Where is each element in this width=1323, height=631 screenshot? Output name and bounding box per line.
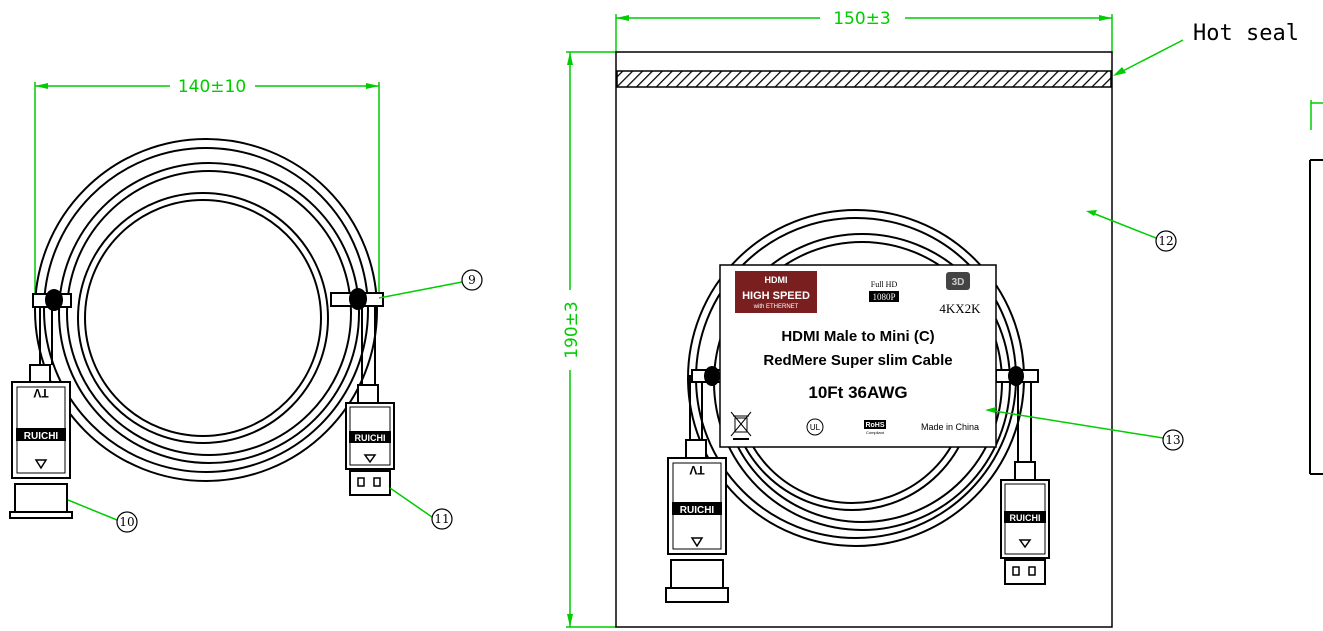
bag-tv-plug-brand: RUICHI <box>680 505 715 516</box>
rohs-badge: RoHS Compliant <box>864 420 886 435</box>
hot-seal-note: Hot seal <box>1193 21 1299 46</box>
bag-arrowhead <box>1086 210 1097 216</box>
bag-width-text: 150±3 <box>833 9 891 29</box>
balloon-12: 12 <box>1155 230 1177 252</box>
cropped-side-view <box>1309 100 1323 475</box>
cable-coil <box>34 138 378 482</box>
made-in-china-text: Made in China <box>921 422 979 432</box>
ul-mark-icon: UL <box>806 418 824 436</box>
cable-tails <box>39 300 376 385</box>
tv-plug-brand: RUICHI <box>24 431 59 442</box>
bag-width-dimension <box>615 14 1113 52</box>
packaging-bag-view: 150±3 190±3 <box>562 9 1299 628</box>
high-speed-text: HIGH SPEED <box>742 290 810 302</box>
hdmi-logo-block <box>735 271 817 313</box>
4kx2k-text: 4KX2K <box>939 301 981 316</box>
rohs-text: RoHS <box>865 422 884 429</box>
balloon-9: 9 <box>461 269 483 291</box>
mini-plug-brand: RUICHI <box>355 433 386 443</box>
coiled-cable-view: 140±10 <box>9 77 483 533</box>
hot-seal-arrowhead <box>1113 67 1126 76</box>
weee-bin-icon <box>730 411 752 440</box>
cable-tie-right <box>330 288 384 310</box>
rohs-compliant-text: Compliant <box>866 430 885 435</box>
bag-height-text: 190±3 <box>562 301 582 359</box>
bag-height-dimension <box>566 51 616 628</box>
label-arrowhead <box>985 407 996 413</box>
label-spec: 10Ft 36AWG <box>808 383 907 402</box>
svg-text:9: 9 <box>468 273 476 287</box>
mini-plug-brand-strip <box>349 431 391 443</box>
svg-text:13: 13 <box>1165 433 1180 447</box>
bag-mini-plug-brand-strip <box>1004 511 1046 523</box>
leader-lines-left <box>67 281 463 521</box>
balloon-13: 13 <box>1162 429 1184 451</box>
with-ethernet-text: with ETHERNET <box>753 304 799 310</box>
coil-width-text: 140±10 <box>178 77 246 97</box>
coil-width-dimension <box>34 82 380 300</box>
label-title-line1: HDMI Male to Mini (C) <box>781 328 934 345</box>
bag-mini-plug-brand: RUICHI <box>1010 513 1041 523</box>
tv-plug-tv-mark: TV <box>33 386 48 400</box>
cable-tie-left <box>32 289 72 311</box>
bag-tv-plug-brand-strip <box>672 502 722 515</box>
bag-cable-tie-right <box>995 366 1039 386</box>
svg-text:10: 10 <box>119 515 134 529</box>
hdmi-logo-text: HDMI <box>765 275 788 285</box>
bag-cable-tails <box>689 375 1032 462</box>
3d-badge-text: 3D <box>952 277 965 288</box>
svg-text:12: 12 <box>1158 234 1173 248</box>
3d-badge <box>946 272 970 290</box>
full-hd-text: Full HD <box>871 280 898 289</box>
1080p-badge <box>869 291 899 302</box>
bag-tv-plug-tv-mark: TV <box>689 463 704 477</box>
leader-lines-center <box>987 39 1184 439</box>
hot-seal-band <box>616 70 1112 88</box>
product-label: HDMI HIGH SPEED with ETHERNET Full HD 10… <box>719 264 997 448</box>
balloon-11: 11 <box>431 508 453 530</box>
label-title-line2: RedMere Super slim Cable <box>763 352 952 369</box>
tv-plug-brand-strip <box>16 428 66 441</box>
bag-cable-tie-left <box>691 366 725 386</box>
ul-mark-text: UL <box>810 423 821 432</box>
balloon-10: 10 <box>116 511 138 533</box>
svg-text:11: 11 <box>434 512 449 526</box>
1080p-text: 1080P <box>872 292 895 302</box>
